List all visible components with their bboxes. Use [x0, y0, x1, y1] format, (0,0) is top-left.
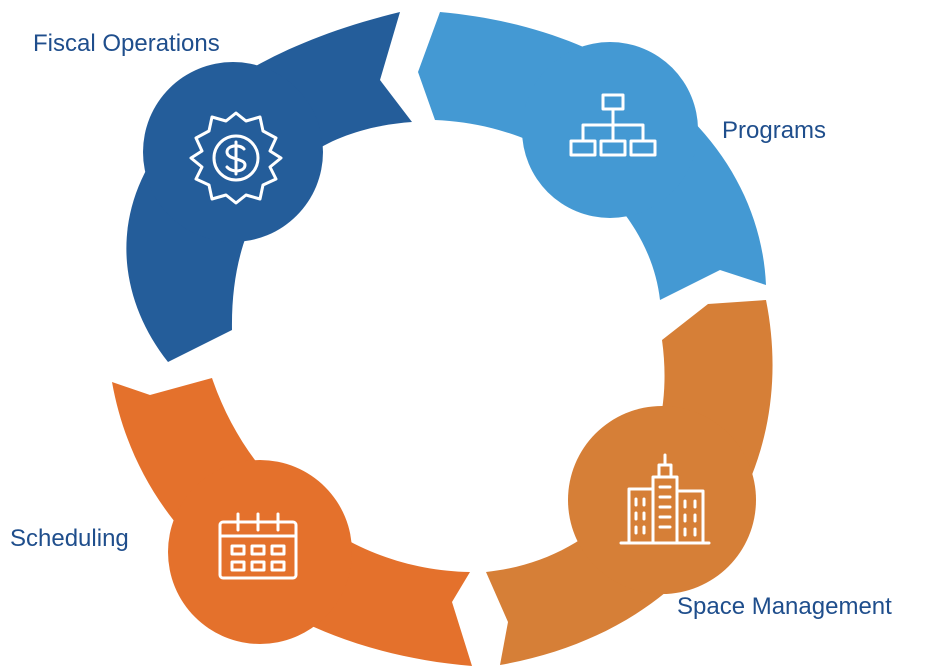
programs-icon-bubble: [522, 42, 698, 218]
calendar-icon: [218, 512, 298, 580]
gear-dollar-icon: [189, 111, 283, 205]
buildings-icon: [619, 453, 711, 545]
label-programs: Programs: [722, 117, 827, 144]
space-icon-bubble: [568, 406, 756, 594]
scheduling-icon-bubble: [168, 460, 352, 644]
segment-fiscal: [126, 12, 413, 362]
segment-space: [486, 300, 773, 665]
label-scheduling: Scheduling: [10, 525, 129, 552]
label-space-management: Space Management: [677, 593, 892, 620]
label-fiscal-operations: Fiscal Operations: [33, 30, 220, 57]
org-chart-icon: [569, 93, 657, 157]
space-arrow-shape: [486, 300, 773, 665]
fiscal-icon-bubble: [143, 62, 323, 242]
